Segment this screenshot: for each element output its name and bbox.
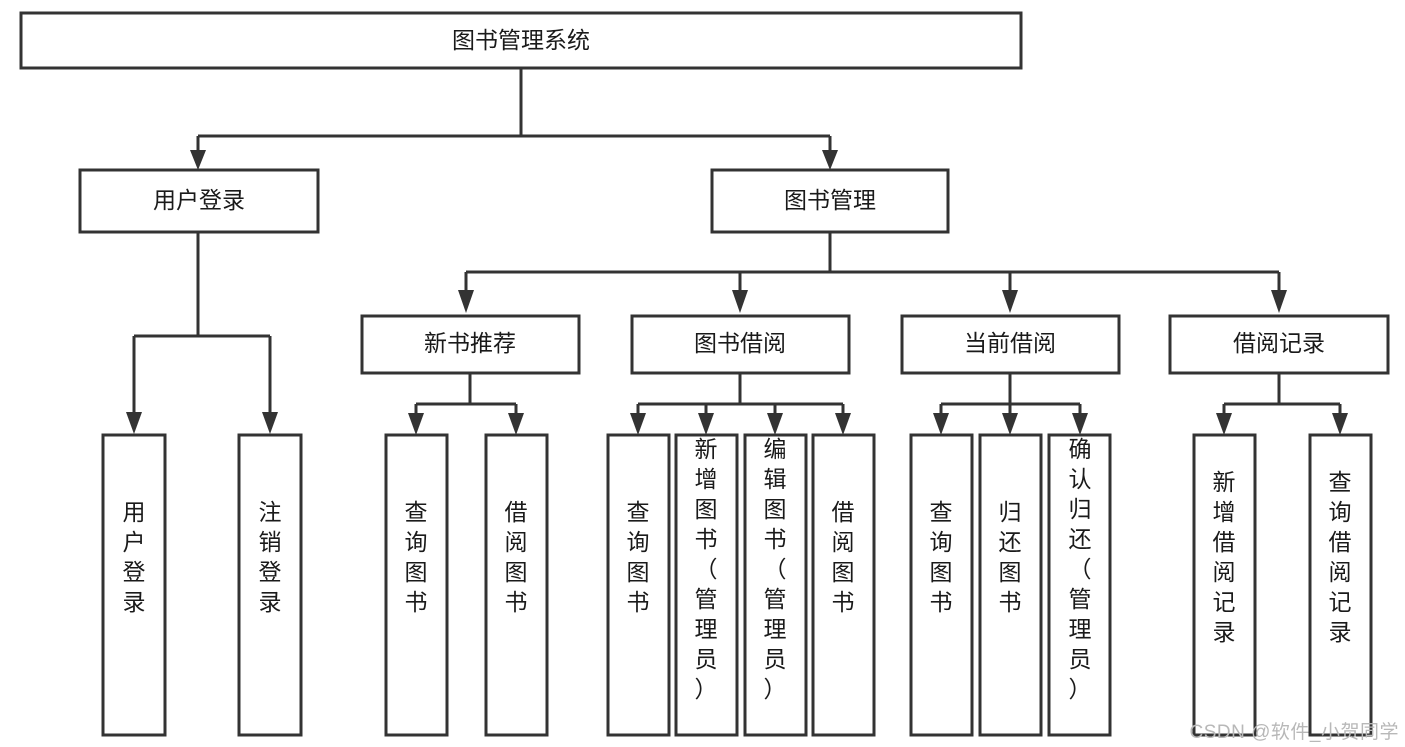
leaf-user-login-label: 用户登录 bbox=[123, 499, 146, 615]
arrow-current-borrow-leaf-2 bbox=[1002, 413, 1018, 435]
arrow-book-borrow-leaf-2 bbox=[698, 413, 714, 435]
node-borrow-record-box[interactable] bbox=[1168, 314, 1390, 375]
leaf-add-book[interactable]: 新增图书（管理员） bbox=[674, 433, 739, 737]
arrow-root-to-user-login bbox=[190, 150, 206, 170]
leaf-confirm-return-box[interactable] bbox=[1047, 433, 1112, 737]
leaf-query-book-1-box[interactable] bbox=[384, 433, 449, 737]
leaf-borrow-book-2-box[interactable] bbox=[811, 433, 876, 737]
node-root-label: 图书管理系统 bbox=[452, 27, 590, 53]
leaf-return-book-label: 归还图书 bbox=[999, 499, 1022, 615]
arrow-bm-to-current-borrow bbox=[1002, 290, 1018, 313]
leaf-query-book-3[interactable]: 查询图书 bbox=[909, 433, 974, 737]
arrow-borrow-record-leaf-1 bbox=[1216, 413, 1232, 435]
node-new-book-recommend-label: 新书推荐 bbox=[424, 330, 516, 356]
arrow-current-borrow-leaf-1 bbox=[933, 413, 949, 435]
leaf-query-record-box[interactable] bbox=[1308, 433, 1373, 737]
leaf-query-book-2-box[interactable] bbox=[606, 433, 671, 737]
leaf-return-book-box[interactable] bbox=[978, 433, 1043, 737]
leaf-return-book[interactable]: 归还图书 bbox=[978, 433, 1043, 737]
leaf-user-login[interactable]: 用户登录 bbox=[101, 433, 167, 737]
leaf-borrow-book-1-box[interactable] bbox=[484, 433, 549, 737]
node-book-management-box[interactable] bbox=[710, 168, 950, 234]
leaf-borrow-book-1[interactable]: 借阅图书 bbox=[484, 433, 549, 737]
leaf-user-logout-box[interactable] bbox=[237, 433, 303, 737]
leaf-user-login-box[interactable] bbox=[101, 433, 167, 737]
leaf-borrow-book-2[interactable]: 借阅图书 bbox=[811, 433, 876, 737]
node-book-borrow-box[interactable] bbox=[630, 314, 851, 375]
leaf-add-book-box[interactable] bbox=[674, 433, 739, 737]
node-book-borrow-label: 图书借阅 bbox=[694, 330, 786, 356]
node-borrow-record-label: 借阅记录 bbox=[1233, 330, 1325, 356]
leaf-query-book-3-box[interactable] bbox=[909, 433, 974, 737]
arrow-user-login-leaf-1 bbox=[126, 412, 142, 434]
arrow-current-borrow-leaf-3 bbox=[1072, 413, 1088, 435]
leaf-user-logout[interactable]: 注销登录 bbox=[237, 433, 303, 737]
arrow-user-login-leaf-2 bbox=[262, 412, 278, 434]
connector-layer bbox=[126, 68, 1348, 435]
node-book-management[interactable]: 图书管理 bbox=[710, 168, 950, 234]
leaf-add-record[interactable]: 新增借阅记录 bbox=[1192, 433, 1257, 737]
node-current-borrow-label: 当前借阅 bbox=[964, 330, 1056, 356]
node-book-management-label: 图书管理 bbox=[784, 187, 876, 213]
leaf-user-logout-label: 注销登录 bbox=[259, 499, 282, 615]
node-new-book-recommend-box[interactable] bbox=[360, 314, 581, 375]
leaf-borrow-book-2-label: 借阅图书 bbox=[832, 499, 855, 615]
csdn-watermark: CSDN @软件_小贺同学 bbox=[1189, 722, 1399, 743]
leaf-query-record[interactable]: 查询借阅记录 bbox=[1308, 433, 1373, 737]
node-current-borrow-box[interactable] bbox=[900, 314, 1121, 375]
arrow-new-book-leaf-2 bbox=[508, 413, 524, 435]
leaf-add-book-label: 新增图书（管理员） bbox=[695, 436, 718, 702]
arrow-new-book-leaf-1 bbox=[408, 413, 424, 435]
arrow-root-to-book-management bbox=[822, 150, 838, 170]
node-root[interactable]: 图书管理系统 bbox=[19, 11, 1023, 70]
node-borrow-record[interactable]: 借阅记录 bbox=[1168, 314, 1390, 375]
arrow-book-borrow-leaf-1 bbox=[630, 413, 646, 435]
arrow-book-borrow-leaf-4 bbox=[835, 413, 851, 435]
leaf-borrow-book-1-label: 借阅图书 bbox=[505, 499, 528, 615]
node-current-borrow[interactable]: 当前借阅 bbox=[900, 314, 1121, 375]
leaf-edit-book-label: 编辑图书（管理员） bbox=[764, 436, 787, 702]
leaf-query-book-1-label: 查询图书 bbox=[405, 499, 428, 615]
arrow-bm-to-borrow-record bbox=[1271, 290, 1287, 313]
node-user-login[interactable]: 用户登录 bbox=[78, 168, 320, 234]
leaf-edit-book[interactable]: 编辑图书（管理员） bbox=[743, 433, 808, 737]
node-user-login-label: 用户登录 bbox=[153, 187, 245, 213]
node-user-login-box[interactable] bbox=[78, 168, 320, 234]
node-root-box[interactable] bbox=[19, 11, 1023, 70]
arrow-bm-to-new-book bbox=[458, 290, 474, 313]
leaf-query-book-3-label: 查询图书 bbox=[930, 499, 953, 615]
leaf-confirm-return[interactable]: 确认归还（管理员） bbox=[1047, 433, 1112, 737]
arrow-borrow-record-leaf-2 bbox=[1332, 413, 1348, 435]
leaf-edit-book-box[interactable] bbox=[743, 433, 808, 737]
arrow-bm-to-book-borrow bbox=[732, 290, 748, 313]
node-new-book-recommend[interactable]: 新书推荐 bbox=[360, 314, 581, 375]
leaf-query-record-label: 查询借阅记录 bbox=[1329, 469, 1352, 645]
leaf-query-book-2-label: 查询图书 bbox=[627, 499, 650, 615]
node-book-borrow[interactable]: 图书借阅 bbox=[630, 314, 851, 375]
leaf-add-record-box[interactable] bbox=[1192, 433, 1257, 737]
leaf-query-book-2[interactable]: 查询图书 bbox=[606, 433, 671, 737]
leaf-confirm-return-label: 确认归还（管理员） bbox=[1069, 436, 1092, 702]
arrow-book-borrow-leaf-3 bbox=[767, 413, 783, 435]
leaf-add-record-label: 新增借阅记录 bbox=[1213, 469, 1236, 645]
leaf-query-book-1[interactable]: 查询图书 bbox=[384, 433, 449, 737]
